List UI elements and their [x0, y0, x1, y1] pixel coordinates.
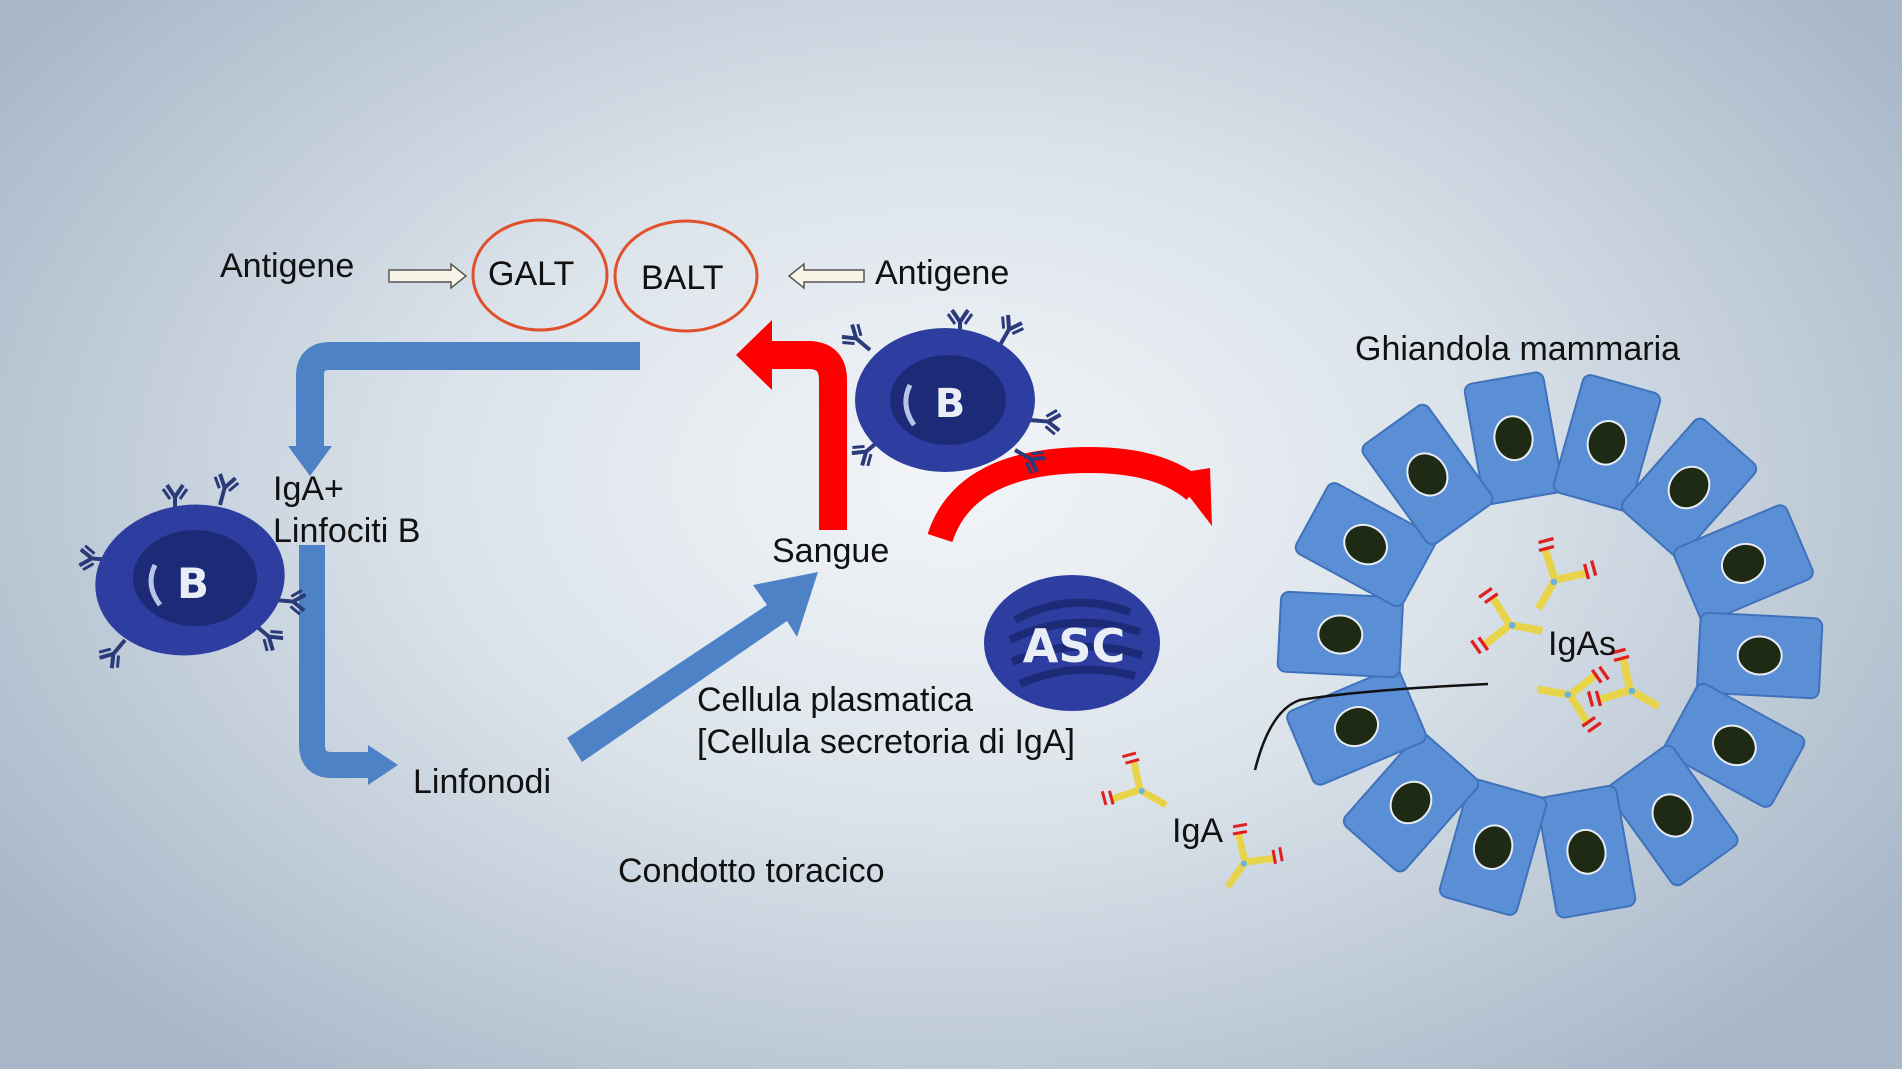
hollow-arrow-right [388, 262, 468, 290]
epithelial-cell [1696, 611, 1824, 700]
epithelial-cell [1276, 590, 1404, 679]
hollow-arrow-left [787, 262, 865, 290]
label-ghiandola-mammaria: Ghiandola mammaria [1355, 330, 1680, 368]
galt-circle [471, 218, 609, 332]
label-iga: IgA [1172, 812, 1223, 850]
label-linfonodi: Linfonodi [413, 763, 551, 801]
red-arrow-up-to-balt [736, 320, 847, 530]
epithelial-nucleus [1343, 523, 1388, 566]
epithelial-cell [1286, 667, 1427, 786]
epithelial-nucleus [1667, 465, 1711, 510]
label-cellula-plasmatica: Cellula plasmatica [697, 681, 973, 719]
epithelial-nucleus [1406, 452, 1449, 497]
label-balt: BALT [641, 259, 724, 297]
blue-arrow-galt-to-b [288, 342, 640, 476]
blue-arrow-linfonodi-to-sangue [567, 572, 818, 762]
label-antigene-right: Antigene [875, 254, 1009, 292]
label-cellula-secretoria: [Cellula secretoria di IgA] [697, 723, 1075, 761]
b-cell-top-letter: B [935, 381, 966, 427]
label-igas: IgAs [1548, 625, 1616, 663]
b-cell-left: B [77, 470, 308, 673]
epithelial-cell [1463, 371, 1564, 505]
epithelial-cell [1536, 785, 1637, 919]
balt-circle [613, 219, 759, 333]
epithelial-nucleus [1566, 828, 1607, 875]
epithelial-cell [1342, 732, 1480, 873]
asc-plasma-cell: ASC [984, 575, 1160, 711]
epithelial-cell [1606, 744, 1739, 887]
epithelial-cell [1552, 374, 1662, 512]
iga-pointer-line [1253, 682, 1489, 771]
epithelial-nucleus [1389, 780, 1433, 825]
label-galt: GALT [488, 255, 574, 293]
epithelial-cell [1663, 682, 1806, 808]
epithelial-nucleus [1472, 824, 1514, 870]
epithelial-cell [1294, 482, 1437, 608]
epithelial-nucleus [1333, 706, 1380, 748]
mammary-gland [1276, 371, 1824, 919]
b-cell-left-letter: B [177, 559, 209, 608]
epithelial-nucleus [1651, 793, 1694, 838]
label-condotto-toracico: Condotto toracico [618, 852, 885, 890]
label-linfociti-b: Linfociti B [273, 512, 420, 550]
epithelial-nucleus [1586, 420, 1628, 466]
epithelial-cell [1438, 778, 1548, 916]
asc-letters: ASC [1023, 619, 1126, 673]
label-antigene-left: Antigene [220, 247, 354, 285]
epithelial-nucleus [1720, 542, 1767, 584]
epithelial-nucleus [1317, 614, 1364, 655]
red-arrow-curve-to-gland [927, 446, 1212, 543]
epithelial-nucleus [1493, 415, 1534, 462]
epithelial-cell [1620, 417, 1758, 558]
epithelial-nucleus [1712, 724, 1757, 767]
blue-arrow-b-to-linfonodi [299, 545, 398, 785]
epithelial-cell [1673, 504, 1814, 623]
label-iga-plus: IgA+ [273, 470, 344, 508]
epithelial-nucleus [1736, 635, 1783, 676]
b-cell-top: B [837, 308, 1063, 478]
label-sangue: Sangue [772, 532, 889, 570]
epithelial-cell [1361, 403, 1494, 546]
